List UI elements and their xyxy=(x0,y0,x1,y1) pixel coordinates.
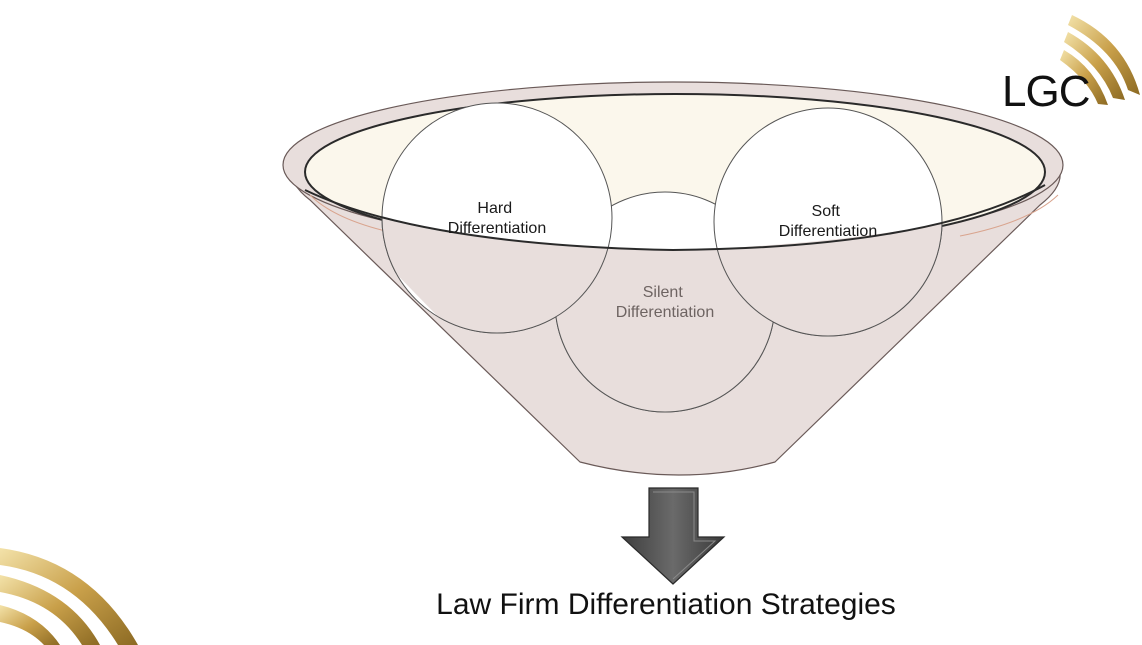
logo-text: LGC xyxy=(1002,67,1090,116)
diagram-caption: Law Firm Differentiation Strategies xyxy=(436,588,896,621)
down-arrow-icon xyxy=(620,487,726,585)
hard-label: Hard Differentiation xyxy=(448,200,546,237)
soft-label: Soft Differentiation xyxy=(779,203,877,240)
gold-swoosh-decoration xyxy=(0,548,138,645)
gold-wing-icon xyxy=(1060,15,1140,105)
lgc-logo: LGC xyxy=(1002,15,1140,116)
differentiation-circles xyxy=(304,102,1046,413)
silent-label: Silent Differentiation xyxy=(616,284,714,321)
